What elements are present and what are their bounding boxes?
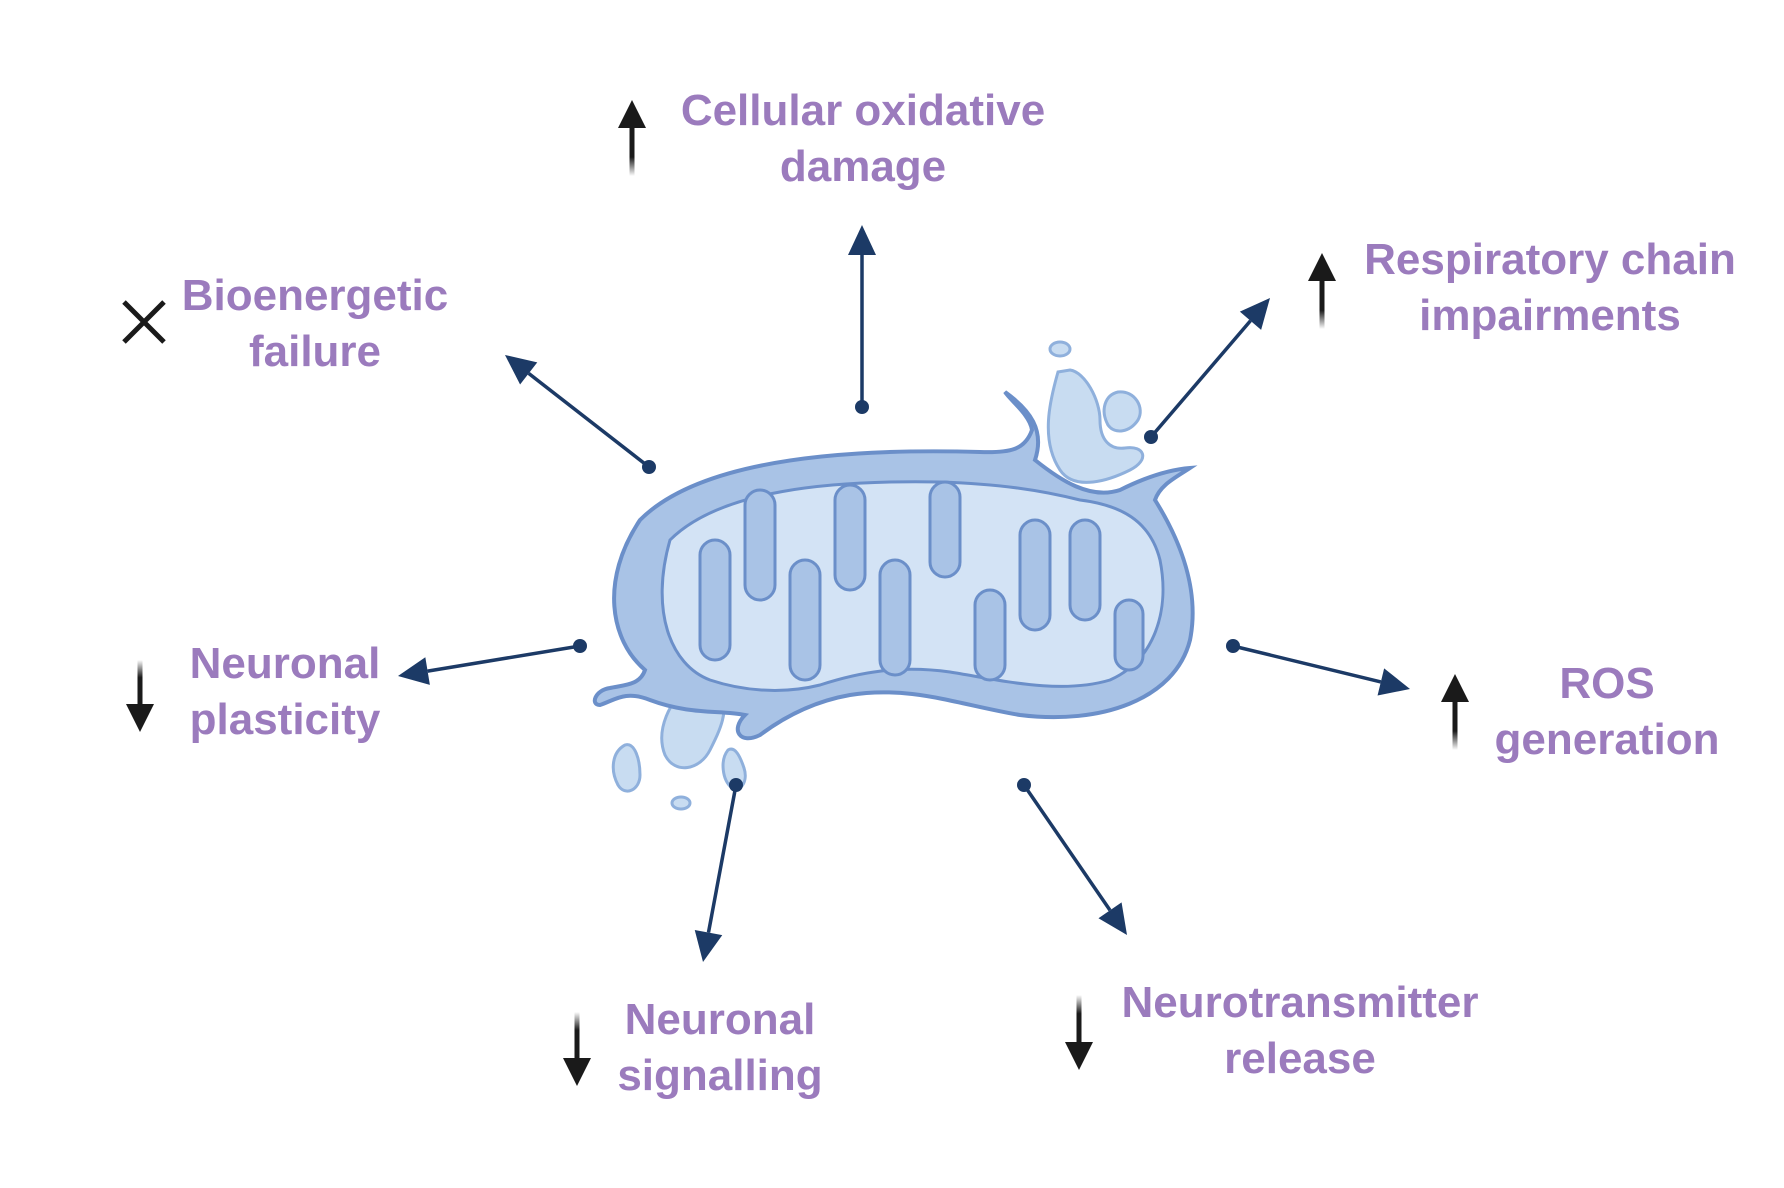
arrow-origin-dot	[729, 778, 743, 792]
arrow-origin-dot	[1144, 430, 1158, 444]
label-ros-generation: ROS generation	[1482, 656, 1732, 768]
label-cellular-oxidative-damage: Cellular oxidative damage	[668, 83, 1058, 195]
arrow-head	[1098, 902, 1127, 935]
matrix-leak-top	[1046, 340, 1144, 484]
label-line: Bioenergetic	[181, 271, 449, 320]
arrow-bioenergetic	[505, 355, 656, 474]
arrow-line	[427, 644, 581, 673]
up-arrow-shaft	[1319, 275, 1325, 329]
arrow-oxidative	[848, 225, 876, 414]
up-arrow-shaft	[629, 122, 635, 176]
arrow-signalling	[694, 778, 743, 962]
down-arrow-head	[126, 704, 154, 732]
down-arrow-head	[1065, 1042, 1093, 1070]
up-arrow-icon	[1441, 674, 1469, 750]
down-arrow-shaft	[574, 1012, 580, 1064]
arrow-origin-dot	[1226, 639, 1240, 653]
arrow-ros	[1226, 639, 1410, 696]
label-line: impairments	[1419, 291, 1681, 340]
arrow-origin-dot	[573, 639, 587, 653]
label-neuronal-signalling: Neuronal signalling	[605, 992, 835, 1104]
arrow-origin-dot	[642, 460, 656, 474]
arrow-neurotransmitter	[1017, 778, 1127, 935]
down-arrow-shaft	[137, 660, 143, 710]
label-line: generation	[1494, 715, 1720, 764]
up-arrow-icon	[1308, 253, 1336, 329]
arrow-origin-dot	[1017, 778, 1031, 792]
up-arrow-icon	[618, 100, 646, 176]
up-arrow-shaft	[1452, 696, 1458, 750]
arrow-line	[706, 784, 738, 933]
mitochondrion-icon	[592, 340, 1198, 811]
indicators-group	[122, 100, 1469, 1086]
up-arrow-head	[1308, 253, 1336, 281]
arrow-origin-dot	[855, 400, 869, 414]
cross-icon	[122, 300, 166, 344]
arrow-head	[694, 929, 723, 962]
label-line: Respiratory chain	[1364, 235, 1736, 284]
label-line: failure	[248, 327, 382, 376]
arrow-head	[398, 657, 430, 685]
arrow-line	[1149, 319, 1252, 439]
label-line: Neuronal	[624, 995, 816, 1044]
cristae	[698, 480, 1145, 682]
label-line: plasticity	[189, 695, 381, 744]
down-arrow-icon	[1065, 995, 1093, 1070]
down-arrow-shaft	[1076, 995, 1082, 1048]
label-neurotransmitter-release: Neurotransmitter release	[1100, 975, 1500, 1087]
arrow-head	[1239, 298, 1270, 330]
arrow-line	[1232, 644, 1382, 684]
label-neuronal-plasticity: Neuronal plasticity	[175, 636, 395, 748]
label-line: release	[1224, 1034, 1376, 1083]
arrow-plasticity	[398, 639, 587, 685]
label-line: ROS	[1559, 659, 1655, 708]
up-arrow-head	[1441, 674, 1469, 702]
label-line: Neurotransmitter	[1121, 978, 1479, 1027]
arrows-group	[398, 225, 1410, 962]
label-line: signalling	[617, 1051, 823, 1100]
arrow-respiratory	[1144, 298, 1270, 444]
arrow-line	[1022, 784, 1112, 912]
arrow-line	[527, 372, 651, 469]
down-arrow-icon	[563, 1012, 591, 1086]
label-line: Cellular oxidative	[680, 86, 1046, 135]
arrow-head	[1377, 668, 1410, 696]
label-line: Neuronal	[189, 639, 381, 688]
down-arrow-icon	[126, 660, 154, 732]
arrow-head	[848, 225, 876, 255]
arrow-head	[505, 355, 538, 385]
down-arrow-head	[563, 1058, 591, 1086]
label-respiratory-chain-impairments: Respiratory chain impairments	[1350, 232, 1750, 344]
label-bioenergetic-failure: Bioenergetic failure	[175, 268, 455, 380]
cross-stroke	[122, 300, 166, 344]
up-arrow-head	[618, 100, 646, 128]
label-line: damage	[779, 142, 947, 191]
